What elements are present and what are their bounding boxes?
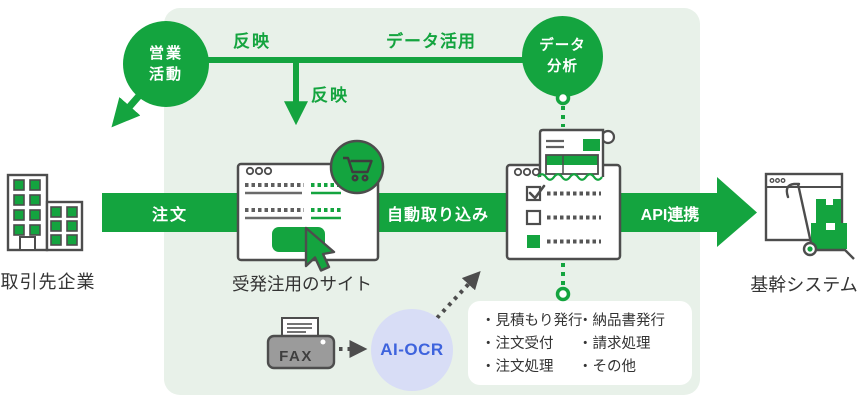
ai-ocr-node: AI-OCR [371,309,453,391]
flow-label-order: 注文 [151,207,189,224]
flow-label-auto-import: 自動取り込み [386,207,490,224]
api-arrowhead [717,177,757,247]
data-analysis-node: データ 分析 [522,16,603,97]
function-item-label: その他 [592,359,637,375]
site-functions-box: ・見積もり発行 ・注文受付 ・注文処理 ・納品書発行 ・請求処理 ・その他 [468,301,692,385]
window-dots-icon [769,178,786,183]
functions-column-1: ・見積もり発行 ・注文受付 ・注文処理 [481,310,583,385]
order-site-label: 受発注用のサイト [232,274,372,294]
flow-label-data-utilization: データ活用 [386,32,476,51]
function-item: ・納品書発行 [578,310,665,333]
function-item-label: 請求処理 [592,336,651,352]
bullet: ・ [481,359,496,375]
function-item: ・注文処理 [481,356,578,379]
bullet: ・ [578,313,593,329]
building-door [19,236,36,251]
sales-activity-node: 営業 活動 [123,21,209,107]
core-system-icon [764,172,855,260]
data-analysis-label-line1: データ [539,38,586,55]
building-icon [6,173,84,252]
building-windows [13,179,78,246]
bullet: ・ [578,336,593,352]
flow-label-api: API連携 [640,207,700,224]
function-item: ・注文受付 [481,333,578,356]
function-item: ・請求処理 [578,333,665,356]
function-item-label: 納品書発行 [592,313,666,329]
data-analysis-label-line2: 分析 [547,58,578,75]
client-company-label: 取引先企業 [0,272,96,292]
function-item-label: 注文処理 [495,359,554,375]
flow-label-reflect-top: 反映 [233,32,271,51]
core-system-label: 基幹システム [750,275,858,295]
function-item-label: 見積もり発行 [495,313,583,329]
bullet: ・ [578,359,593,375]
system-window [764,172,844,242]
function-item: ・見積もり発行 [481,310,583,333]
sales-activity-label-line1: 営業 [148,45,183,62]
functions-column-2: ・納品書発行 ・請求処理 ・その他 [578,310,665,385]
sales-activity-label-line2: 活動 [148,66,183,83]
function-item: ・その他 [578,356,665,379]
hand-truck-icon [785,182,855,260]
bullet: ・ [481,313,496,329]
function-item-label: 注文受付 [495,336,554,352]
ai-ocr-label: AI-OCR [380,340,444,359]
flow-label-reflect-branch: 反映 [311,86,349,105]
bullet: ・ [481,336,496,352]
